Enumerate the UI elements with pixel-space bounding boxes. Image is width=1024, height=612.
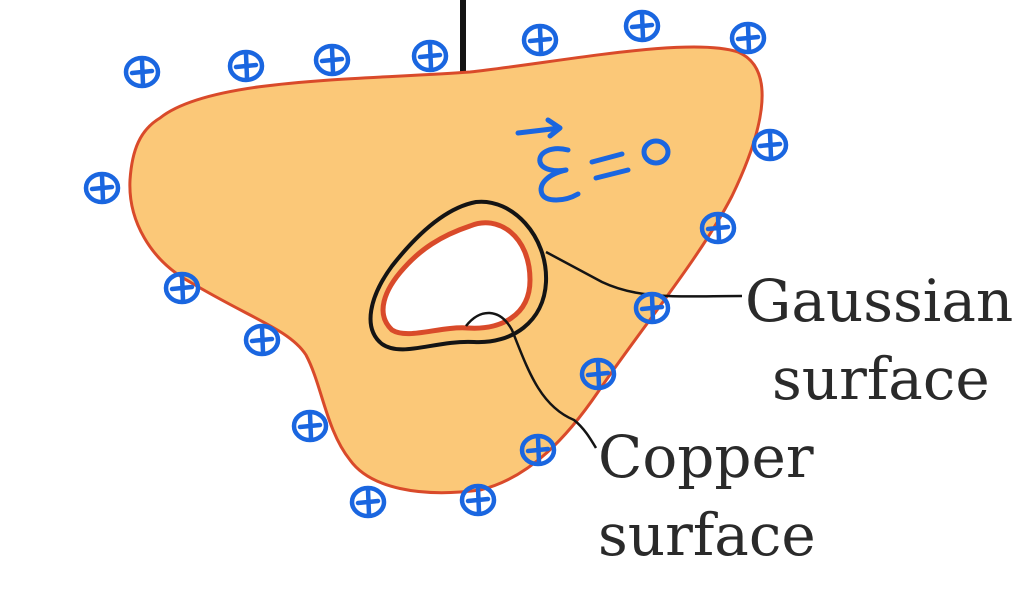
gaussian-surface-curve bbox=[368, 199, 549, 352]
positive-charge-icon bbox=[349, 485, 387, 519]
positive-charge-icon bbox=[519, 433, 557, 467]
copper-label-line2: surface bbox=[598, 501, 816, 569]
positive-charge-icon bbox=[751, 128, 789, 162]
vector-arrow-mark bbox=[515, 117, 563, 139]
copper-leader-line bbox=[465, 311, 598, 449]
positive-charge-icon bbox=[729, 21, 767, 55]
handwritten-equals-mark bbox=[589, 151, 631, 181]
positive-charge-icon bbox=[579, 357, 617, 391]
positive-charge-icon bbox=[83, 171, 121, 205]
copper-label-line1: Copper bbox=[598, 423, 814, 491]
handwritten-zero-mark bbox=[641, 138, 671, 166]
positive-charge-icon bbox=[633, 291, 671, 325]
positive-charge-icon bbox=[123, 55, 161, 89]
positive-charge-icon bbox=[623, 9, 661, 43]
handwritten-e-mark bbox=[537, 146, 581, 203]
positive-charge-icon bbox=[227, 49, 265, 83]
gaussian-label-line2: surface bbox=[772, 345, 990, 413]
positive-charge-icon bbox=[411, 39, 449, 73]
field-zero-annotation bbox=[515, 117, 671, 203]
positive-charge-icon bbox=[163, 271, 201, 305]
positive-charge-icon bbox=[521, 23, 559, 57]
positive-charge-icon bbox=[243, 323, 281, 357]
positive-charge-icon bbox=[459, 483, 497, 517]
positive-charge-icon bbox=[291, 409, 329, 443]
cavity-copper-surface bbox=[380, 220, 533, 337]
positive-charge-icon bbox=[699, 211, 737, 245]
surface-charges-group bbox=[83, 9, 789, 519]
positive-charge-icon bbox=[313, 43, 351, 77]
gaussian-label-line1: Gaussian bbox=[745, 267, 1014, 335]
